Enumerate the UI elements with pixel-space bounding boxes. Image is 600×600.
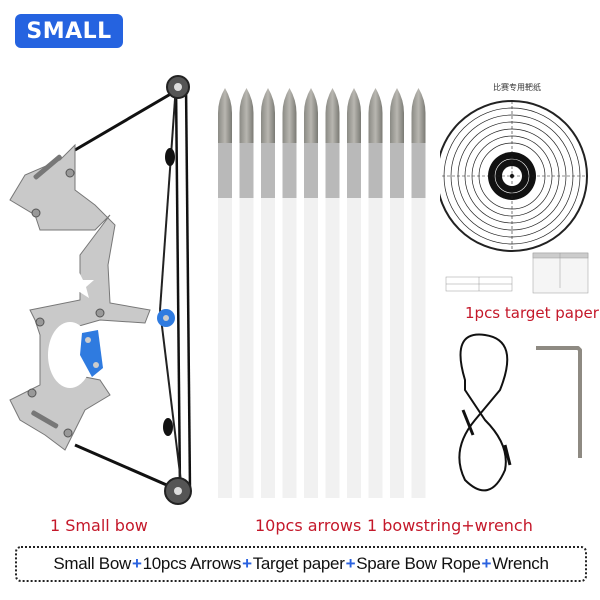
summary-item: Spare Bow Rope: [356, 554, 481, 573]
bowstring-wrench-caption: 1 bowstring+wrench: [367, 516, 533, 535]
size-badge: SMALL: [15, 14, 123, 48]
summary-item: 10pcs Arrows: [142, 554, 242, 573]
plus-icon: +: [242, 554, 252, 573]
plus-icon: +: [481, 554, 492, 573]
summary-item: Target paper: [252, 554, 345, 573]
target-paper-image: 比赛专用靶纸: [436, 78, 595, 298]
target-title: 比赛专用靶纸: [493, 82, 541, 92]
target-paper-caption: 1pcs target paper: [465, 304, 599, 322]
summary-item: Wrench: [492, 554, 549, 573]
plus-icon: +: [345, 554, 356, 573]
allen-wrench-image: [536, 346, 582, 458]
compound-bow-image: [9, 75, 192, 505]
spare-bowstring-image: [458, 333, 512, 492]
bow-caption: 1 Small bow: [50, 516, 148, 535]
summary-item: Small Bow: [53, 554, 131, 573]
plus-icon: +: [131, 554, 142, 573]
arrows-caption: 10pcs arrows: [255, 516, 362, 535]
package-contents-box: Small Bow + 10pcs Arrows + Target paper …: [15, 546, 587, 582]
arrows-image: [218, 88, 426, 498]
